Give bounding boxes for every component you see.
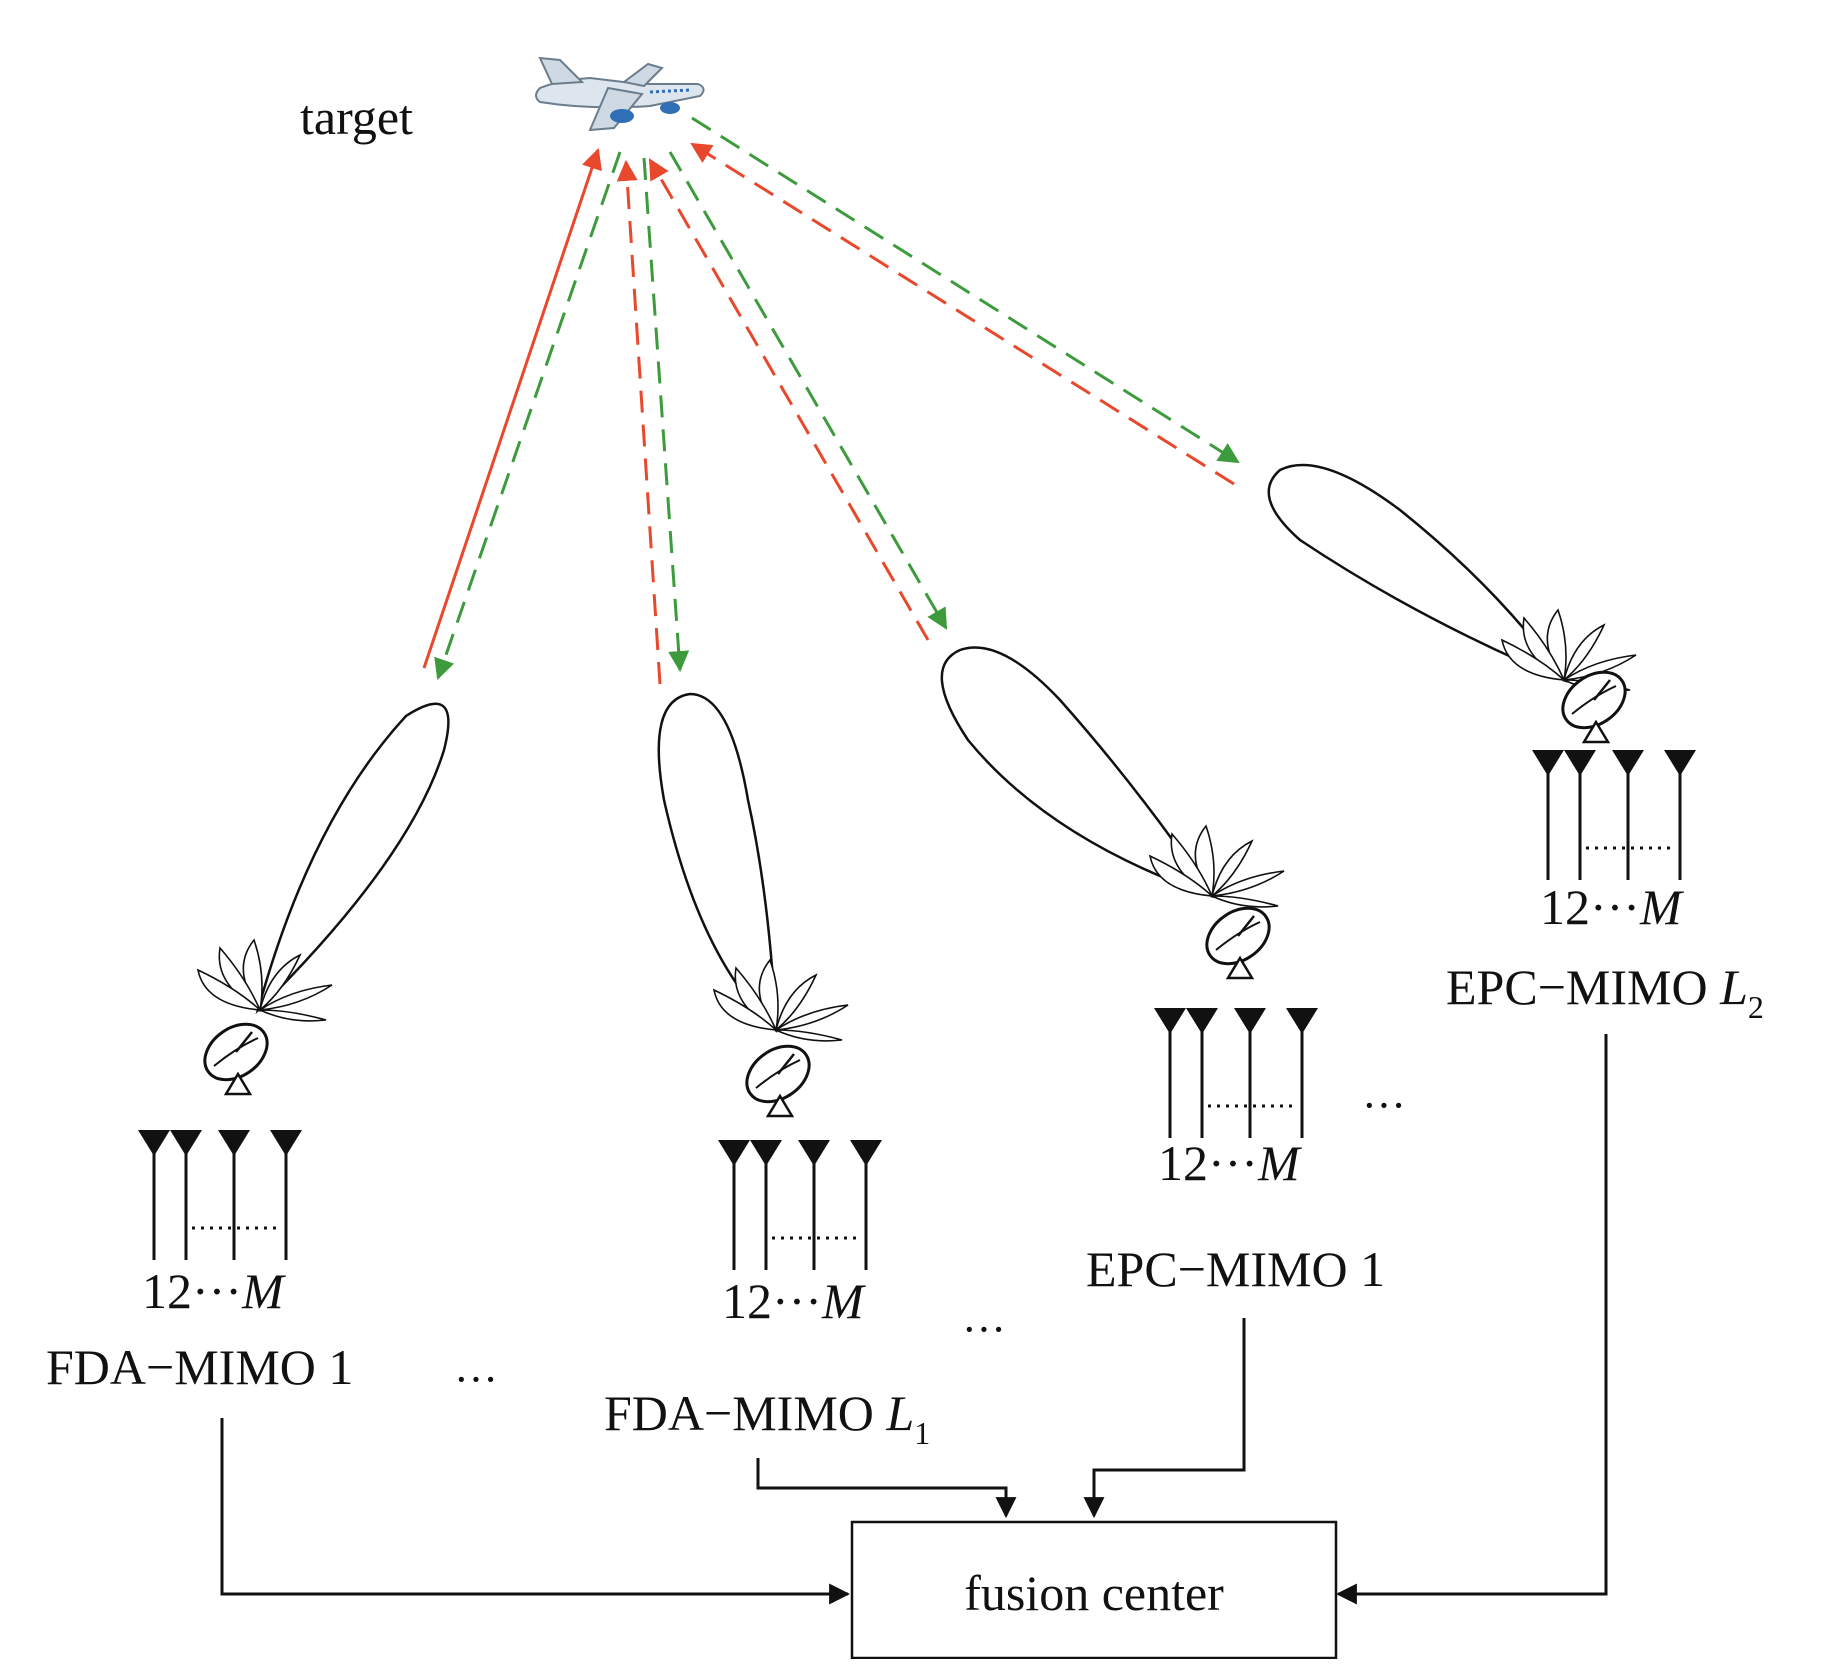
radar-fda-mimo-l1: 12···M FDA−MIMO L1: [604, 692, 930, 1451]
connector-fda1: [220, 1418, 851, 1605]
antenna-array-icon: [1530, 748, 1698, 882]
fusion-center: fusion center: [850, 1520, 1338, 1660]
ellipsis-2: ···: [962, 1305, 1006, 1354]
airplane-icon: [535, 56, 705, 132]
radar-label: EPC−MIMO 1: [1086, 1241, 1385, 1297]
element-index-label: 12···M: [722, 1273, 866, 1329]
connector-fdaL1: [756, 1458, 1017, 1519]
epcL2-tx-signal: [690, 142, 1235, 486]
signal-paths: [422, 116, 1240, 685]
radar-epc-mimo-1: 12···M EPC−MIMO 1: [940, 646, 1385, 1297]
satellite-dish-icon: [1194, 895, 1282, 980]
radar-label: FDA−MIMO 1: [46, 1339, 353, 1395]
fda1-rx-signal: [434, 151, 622, 680]
radar-fda-mimo-1: 12···M FDA−MIMO 1: [46, 702, 450, 1395]
epc1-tx-signal: [648, 158, 930, 641]
fusion-center-label: fusion center: [964, 1565, 1224, 1621]
fusion-center-box: [850, 1520, 1338, 1660]
element-index-label: 12···M: [142, 1263, 286, 1319]
antenna-array-icon: [716, 1138, 884, 1272]
target-label: target: [300, 89, 413, 145]
satellite-dish-icon: [734, 1033, 822, 1118]
main-beam-lobe: [657, 692, 778, 1033]
epc1-rx-signal: [668, 151, 948, 630]
antenna-array-icon: [136, 1128, 304, 1262]
epcL2-rx-signal: [691, 116, 1240, 464]
ellipsis-3: ···: [1362, 1081, 1406, 1130]
fusion-connectors: [220, 1034, 1608, 1605]
radar-label: EPC−MIMO L2: [1446, 959, 1764, 1025]
radar-epc-mimo-l2: 12···M EPC−MIMO L2: [1267, 463, 1764, 1025]
main-beam-lobe: [1267, 463, 1568, 683]
connector-epc1: [1083, 1318, 1246, 1519]
satellite-dish-icon: [192, 1011, 280, 1096]
ellipsis-1: ···: [454, 1355, 498, 1404]
element-index-label: 12···M: [1540, 879, 1684, 935]
element-index-label: 12···M: [1158, 1135, 1302, 1191]
fdaL1-tx-signal: [616, 159, 662, 685]
fdaL1-rx-signal: [642, 157, 690, 673]
fda1-tx-signal: [422, 148, 602, 669]
antenna-array-icon: [1152, 1006, 1320, 1140]
main-beam-lobe: [940, 646, 1216, 899]
connector-epcL2: [1335, 1034, 1608, 1605]
main-beam-lobe: [255, 702, 450, 1015]
radar-label: FDA−MIMO L1: [604, 1385, 930, 1451]
